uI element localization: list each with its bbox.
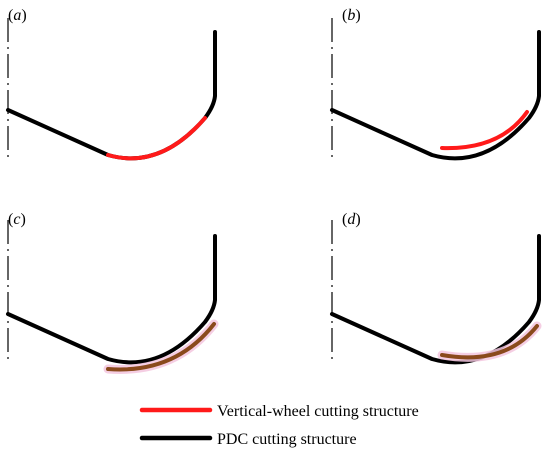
panel-a-vertical-wheel-structure: [106, 116, 207, 161]
legend-label-pdc: PDC cutting structure: [217, 431, 357, 448]
panel-b-label: (b): [342, 7, 361, 24]
panel-b: (b): [330, 7, 541, 161]
panel-a: (a): [6, 7, 217, 161]
panel-c-label: (c): [8, 211, 26, 228]
panel-d-vertical-wheel-structure: [440, 324, 539, 360]
panel-d: (d): [330, 211, 542, 365]
panel-c-pdc-structure: [6, 234, 217, 365]
legend: Vertical-wheel cutting structure PDC cut…: [139, 403, 419, 448]
panel-d-pdc-structure: [330, 234, 541, 365]
panel-c: (c): [6, 211, 219, 374]
legend-label-vertical-wheel: Vertical-wheel cutting structure: [217, 403, 419, 420]
panel-b-pdc-structure: [330, 30, 541, 161]
panel-d-label: (d): [342, 211, 361, 228]
panel-b-vertical-wheel-structure: [440, 110, 529, 151]
panel-c-vertical-wheel-structure: [106, 322, 216, 372]
panel-a-label: (a): [8, 7, 27, 24]
